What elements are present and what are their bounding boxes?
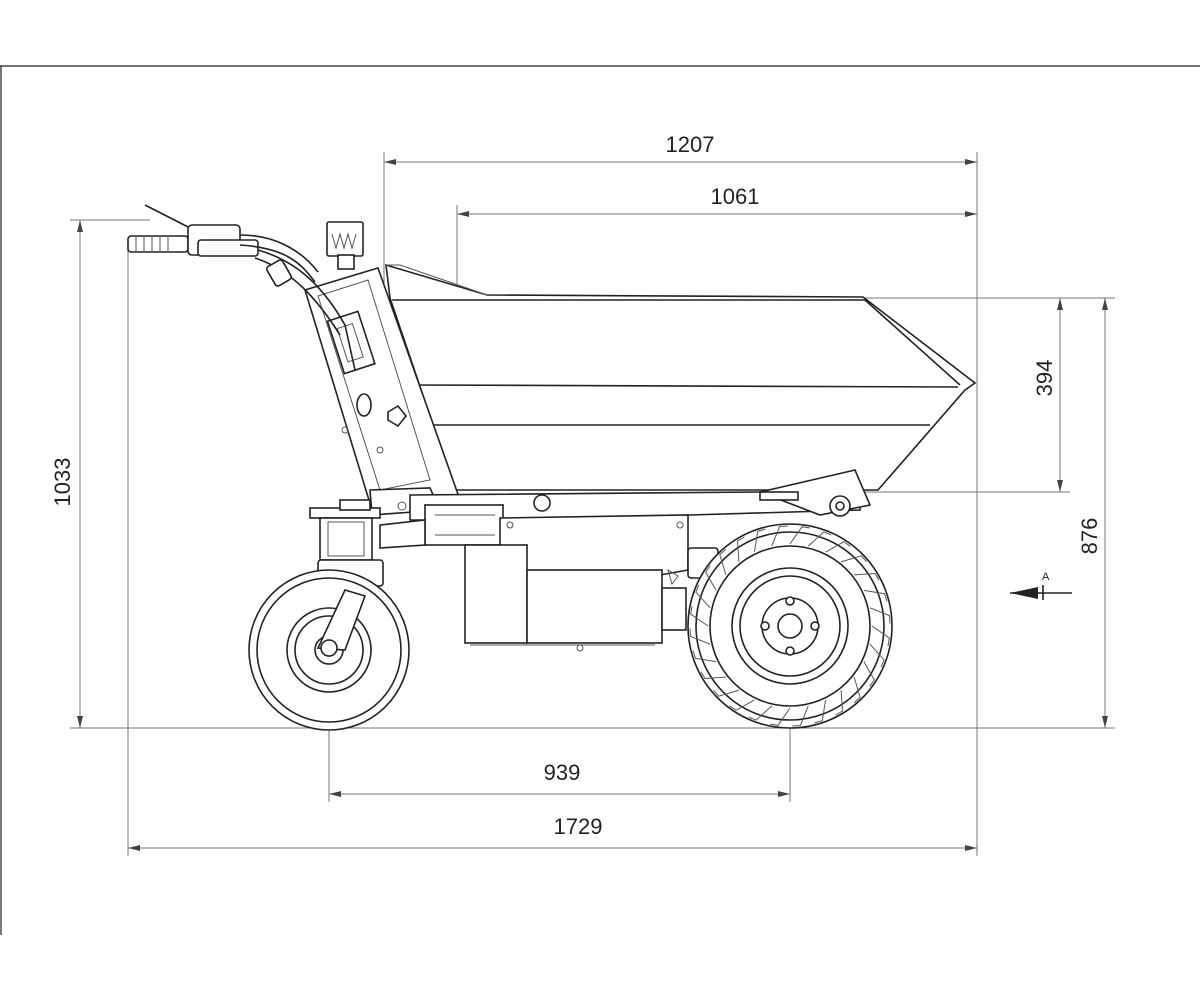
- tread-mark: [748, 705, 773, 721]
- drawing-frame: [0, 65, 1200, 935]
- tread-mark: [736, 536, 745, 562]
- tread-mark: [705, 565, 717, 591]
- tread-mark: [840, 555, 867, 563]
- tread-mark: [789, 526, 810, 545]
- view-marker-a: A: [1010, 571, 1072, 600]
- dumper-machine: [127, 204, 977, 731]
- handlebar: [127, 204, 356, 371]
- dim-label-1729: 1729: [554, 814, 603, 839]
- dim-label-939: 939: [544, 760, 581, 785]
- dim-label-876: 876: [1077, 518, 1102, 555]
- tread-mark: [814, 699, 827, 724]
- rear-wheel: [687, 523, 893, 729]
- tread-mark: [863, 661, 875, 687]
- dim-label-394: 394: [1032, 360, 1057, 397]
- tread-mark: [771, 525, 788, 547]
- headlight: [326, 221, 364, 270]
- dim-1033: 1033: [50, 219, 150, 728]
- tread-mark: [792, 705, 809, 727]
- dim-1207: 1207: [383, 132, 978, 390]
- dim-939: 939: [328, 700, 791, 802]
- tread-mark: [692, 650, 717, 663]
- chassis: [409, 469, 872, 546]
- view-marker-label: A: [1042, 571, 1050, 583]
- tread-mark: [689, 628, 711, 645]
- motor-housing: [464, 514, 719, 652]
- tread-mark: [700, 671, 726, 680]
- tread-mark: [871, 625, 890, 646]
- dim-1061: 1061: [456, 184, 977, 300]
- dim-1729: 1729: [127, 250, 978, 856]
- tread-mark: [825, 541, 851, 553]
- tread-mark: [869, 643, 885, 668]
- dim-label-1033: 1033: [50, 458, 75, 507]
- tread-mark: [854, 572, 880, 581]
- tread-mark: [695, 584, 711, 609]
- tread-mark: [719, 549, 727, 576]
- dim-394: 394: [860, 297, 1070, 493]
- bin: [385, 263, 977, 491]
- tread-mark: [713, 689, 740, 697]
- tread-mark: [853, 676, 861, 703]
- dim-label-1061: 1061: [711, 184, 760, 209]
- tread-mark: [690, 606, 709, 627]
- tread-mark: [863, 589, 888, 602]
- tread-mark: [807, 531, 832, 547]
- tread-mark: [869, 607, 891, 624]
- dim-label-1207: 1207: [666, 132, 715, 157]
- dim-876: 876: [1070, 297, 1115, 728]
- tread-mark: [835, 690, 844, 716]
- front-wheel: [248, 569, 410, 731]
- tread-mark: [753, 528, 766, 553]
- tread-mark: [770, 707, 791, 726]
- tread-mark: [729, 699, 755, 711]
